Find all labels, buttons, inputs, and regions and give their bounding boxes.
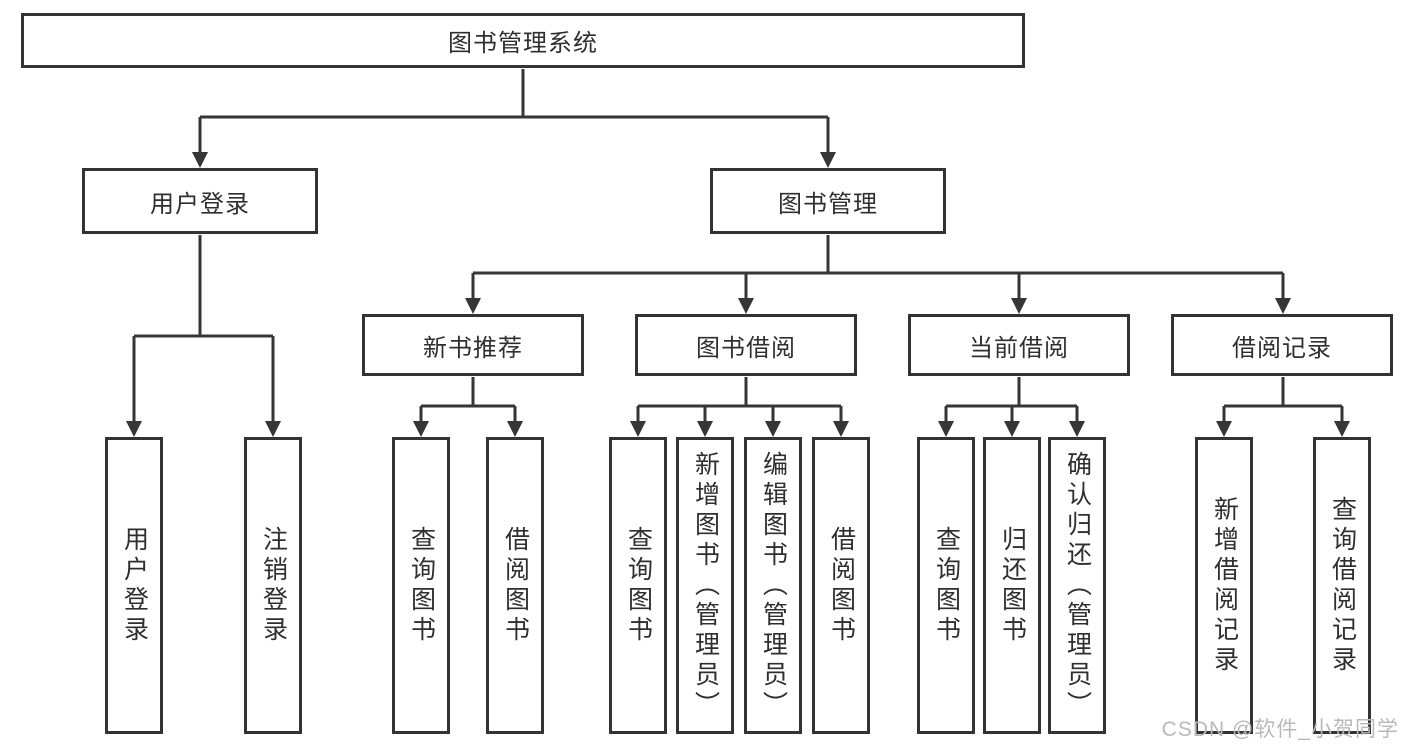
node-current-borrow-label: 当前借阅 [969, 334, 1069, 362]
node-book-borrow-label: 图书借阅 [696, 334, 796, 362]
node-borrow-records: 借阅记录 [1171, 314, 1393, 376]
node-borrow-records-label: 借阅记录 [1232, 334, 1332, 362]
leaf-confirm-return-admin: 确认归还（管理员） [1048, 437, 1106, 734]
leaf-return-book: 归还图书 [983, 437, 1041, 734]
leaf-user-login-label: 用户登录 [120, 525, 149, 646]
node-user-login: 用户登录 [82, 168, 318, 234]
node-book-borrow: 图书借阅 [635, 314, 857, 376]
node-root-system-label: 图书管理系统 [448, 30, 598, 57]
node-book-management-label: 图书管理 [778, 190, 878, 218]
leaf-borrow-books-recommend-label: 借阅图书 [501, 525, 530, 646]
node-book-management: 图书管理 [710, 168, 946, 234]
leaf-add-book-admin: 新增图书（管理员） [676, 437, 734, 734]
leaf-add-borrow-record: 新增借阅记录 [1195, 437, 1253, 734]
leaf-edit-book-admin-label: 编辑图书（管理员） [759, 450, 788, 721]
leaf-borrow-books-borrow-label: 借阅图书 [827, 525, 856, 646]
leaf-query-books-borrow: 查询图书 [609, 437, 667, 734]
leaf-add-book-admin-label: 新增图书（管理员） [691, 450, 720, 721]
csdn-watermark: CSDN @软件_小贺同学 [1161, 718, 1399, 741]
leaf-query-books-recommend-label: 查询图书 [407, 525, 436, 646]
leaf-add-borrow-record-label: 新增借阅记录 [1210, 495, 1239, 676]
leaf-user-login: 用户登录 [105, 437, 163, 734]
leaf-query-books-current-label: 查询图书 [932, 525, 961, 646]
leaf-logout: 注销登录 [244, 437, 302, 734]
node-new-book-recommend-label: 新书推荐 [423, 334, 523, 362]
leaf-edit-book-admin: 编辑图书（管理员） [744, 437, 802, 734]
node-current-borrow: 当前借阅 [908, 314, 1130, 376]
leaf-query-books-borrow-label: 查询图书 [624, 525, 653, 646]
leaf-confirm-return-admin-label: 确认归还（管理员） [1063, 450, 1092, 721]
node-root-system: 图书管理系统 [21, 13, 1025, 68]
leaf-borrow-books-borrow: 借阅图书 [812, 437, 870, 734]
node-user-login-label: 用户登录 [150, 190, 250, 218]
leaf-return-book-label: 归还图书 [998, 525, 1027, 646]
node-new-book-recommend: 新书推荐 [362, 314, 584, 376]
leaf-logout-label: 注销登录 [259, 525, 288, 646]
leaf-query-books-current: 查询图书 [917, 437, 975, 734]
leaf-borrow-books-recommend: 借阅图书 [486, 437, 544, 734]
leaf-query-borrow-record-label: 查询借阅记录 [1328, 495, 1357, 676]
leaf-query-books-recommend: 查询图书 [392, 437, 450, 734]
leaf-query-borrow-record: 查询借阅记录 [1313, 437, 1371, 734]
